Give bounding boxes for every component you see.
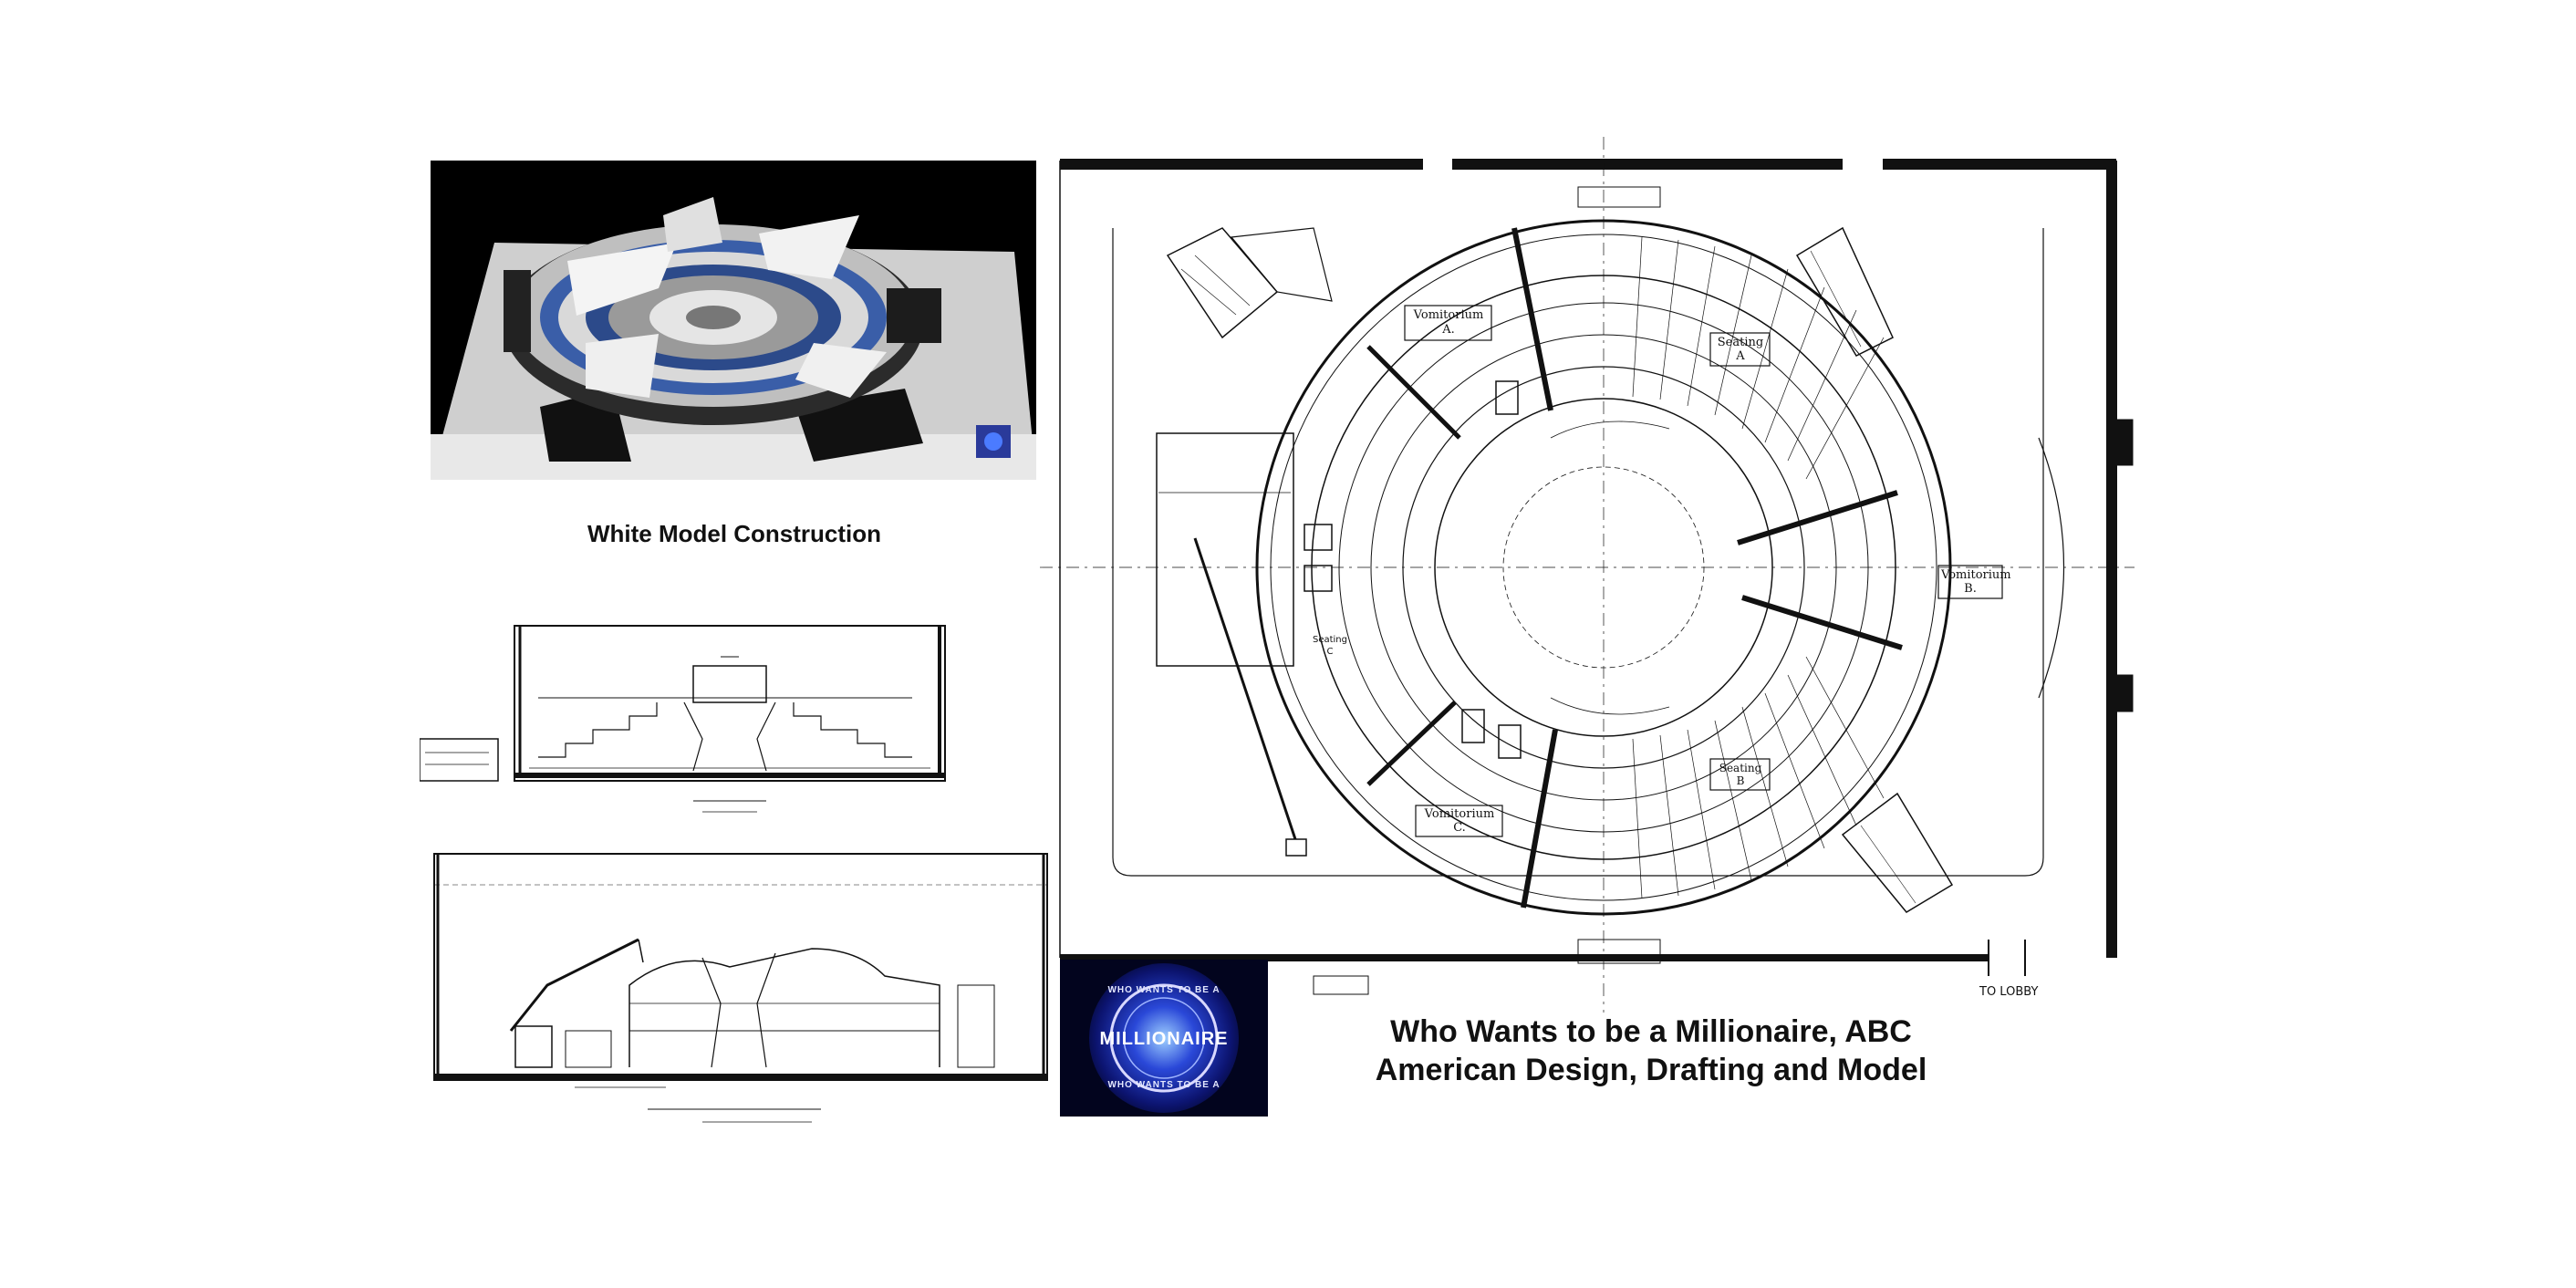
to-lobby-label: TO LOBBY	[1979, 985, 2039, 999]
millionaire-logo: WHO WANTS TO BE A MILLIONAIRE WHO WANTS …	[1060, 960, 1268, 1117]
logo-arc-bottom: WHO WANTS TO BE A	[1107, 1080, 1220, 1090]
footer-title: Who Wants to be a Millionaire, ABC Ameri…	[1295, 1013, 2007, 1089]
seating-c-letter: C	[1326, 647, 1334, 657]
footer-title-line-1: Who Wants to be a Millionaire, ABC	[1390, 1014, 1912, 1049]
logo-word: MILLIONAIRE	[1099, 1029, 1229, 1049]
vomitorium-a-label: Vomitorium	[1413, 308, 1484, 322]
seating-b-label: Seating	[1719, 762, 1762, 774]
model-caption: White Model Construction	[587, 520, 882, 547]
seating-c-label: Seating	[1312, 635, 1347, 645]
white-model-photo	[431, 161, 1036, 480]
vomitorium-c-label: Vomitorium	[1424, 807, 1495, 821]
vomitorium-a-letter: A.	[1442, 323, 1455, 337]
vomitorium-b-letter: B.	[1964, 582, 1977, 596]
centerline-section-drawing	[429, 848, 1058, 1149]
floor-plan-drawing: Vomitorium A. Seating A Vomitorium B. Se…	[1040, 137, 2135, 1013]
footer-title-line-2: American Design, Drafting and Model	[1375, 1053, 1927, 1087]
cross-section-drawing	[420, 602, 1003, 821]
seating-b-letter: B	[1736, 774, 1745, 787]
vomitorium-b-label: Vomitorium	[1941, 568, 2011, 582]
seating-a-letter: A	[1736, 349, 1745, 363]
logo-arc-top: WHO WANTS TO BE A	[1107, 985, 1220, 995]
seating-a-label: Seating	[1717, 336, 1764, 349]
vomitorium-c-letter: C.	[1453, 821, 1466, 835]
